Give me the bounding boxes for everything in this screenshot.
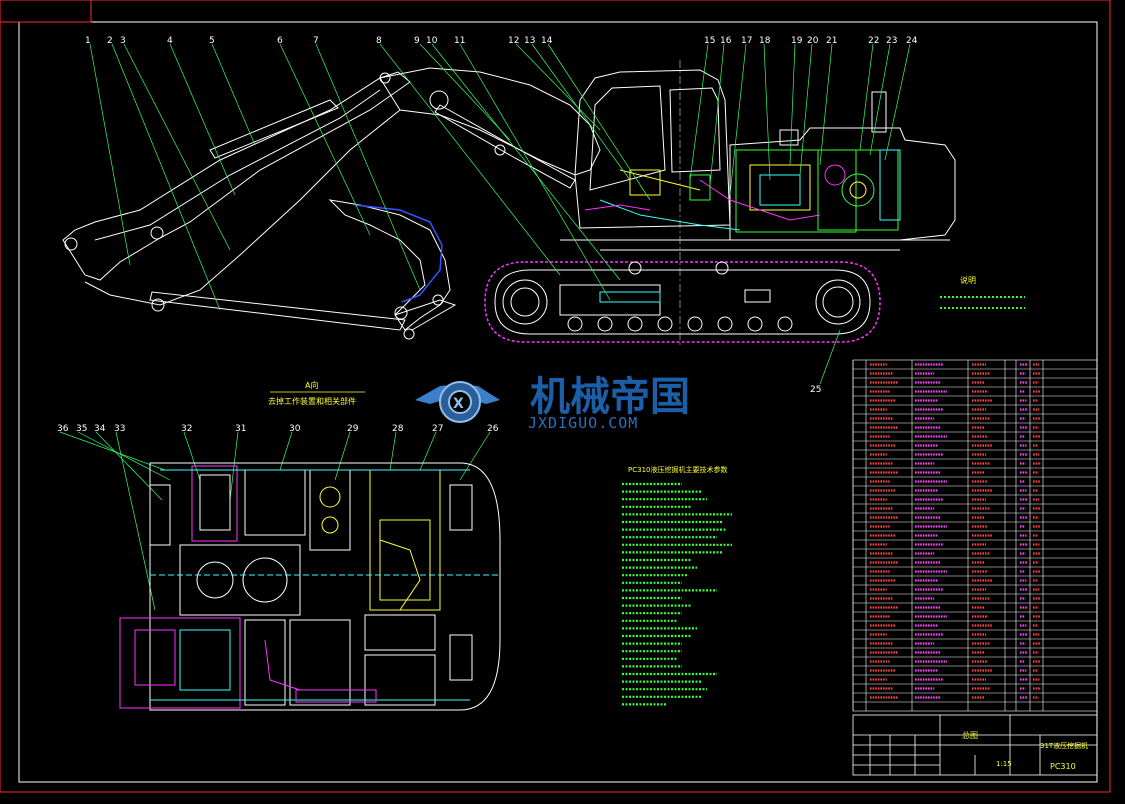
view-a-caption: A向 [305,380,318,390]
part-label: 20 [807,36,819,46]
bucket [328,199,451,331]
part-label: 6 [277,36,283,46]
pin [394,306,408,320]
part-label: 15 [704,36,715,46]
bottom-part-labels: 36 35 34 33 32 31 30 29 28 27 26 [57,424,499,434]
svg-text:X: X [453,396,464,412]
plan-outline [149,462,501,711]
cab-window [589,85,666,191]
part-label: 1 [85,36,91,46]
watermark-logo: X [415,381,500,423]
pin [379,72,391,84]
part-label: 28 [392,424,404,434]
part-label: 30 [289,424,301,434]
part-label: 36 [57,424,69,434]
boom-outline [379,67,601,176]
part-label: 19 [791,36,803,46]
part-label: 12 [508,36,519,46]
part-label: 4 [167,36,173,46]
arm-cylinder [209,99,339,159]
notes-title: 说明 [960,275,976,285]
top-part-labels: 1 2 3 4 5 6 7 8 9 10 11 12 13 14 15 16 1… [85,36,918,395]
notes-area: 说明 [940,275,1025,309]
part-label: 13 [524,36,535,46]
part-label: 18 [759,36,771,46]
part-label: 33 [114,424,125,434]
pin [494,144,506,156]
bucket-cylinder [434,104,576,189]
part-label: 16 [720,36,732,46]
watermark-name: 机械帝国 [530,374,690,420]
excavator-side-view [62,67,601,340]
pin [403,328,415,340]
spec-title: PC310液压挖掘机主要技术参数 [628,465,727,474]
model-number: PC310 [1050,762,1076,771]
part-label: 22 [868,36,879,46]
spec-text-lines [622,482,732,706]
crawler-track [484,261,881,343]
pin [150,226,164,240]
parts-list-table [852,359,1098,712]
title-block [852,714,1098,776]
part-label: 25 [810,385,821,395]
pin [429,90,449,110]
bucket-blue-edge [354,204,443,303]
part-label: 27 [432,424,443,434]
part-label: 2 [107,36,113,46]
part-label: 14 [541,36,553,46]
drawing-name: 总图 [962,730,978,740]
part-label: 29 [347,424,359,434]
air-filter [779,129,799,146]
part-label: 23 [886,36,897,46]
boom-lower [84,109,401,306]
part-label: 24 [906,36,918,46]
product-name: 31T液压挖掘机 [1040,741,1088,750]
part-label: 7 [313,36,319,46]
engine-detail [584,149,901,233]
part-label: 10 [426,36,438,46]
part-label: 26 [487,424,499,434]
leader-lines [59,43,911,611]
cab-window-2 [669,87,721,173]
part-label: 11 [454,36,465,46]
idler-wheel [502,279,548,325]
arm-outline [62,71,411,281]
engine-hood [729,127,956,241]
view-a-subcaption: 去掉工作装置和相关部件 [268,396,356,406]
part-label: 21 [826,36,837,46]
part-label: 35 [76,424,87,434]
upper-structure [560,69,956,251]
corner-box [0,0,92,23]
track-outer [484,261,881,343]
pin [64,237,78,251]
pin [151,298,165,312]
part-label: 9 [414,36,420,46]
drawing-frame [0,0,1111,793]
part-label: 17 [741,36,752,46]
drawing-scale: 1:15 [996,760,1012,768]
plan-view [119,462,501,711]
pin [432,294,444,306]
cab [574,69,731,229]
track-inner [494,269,871,335]
part-label: 34 [94,424,106,434]
exhaust-stack [871,91,887,133]
sprocket-wheel [815,279,861,325]
arm-inner [94,89,381,241]
boom-cylinder [149,291,406,331]
part-label: 31 [235,424,246,434]
part-label: 8 [376,36,382,46]
watermark-domain: JXDIGUO.COM [528,414,638,432]
part-label: 5 [209,36,215,46]
bucket-link [394,299,457,331]
part-label: 3 [120,36,126,46]
part-label: 32 [181,424,192,434]
parts-list-contents [870,363,1041,699]
